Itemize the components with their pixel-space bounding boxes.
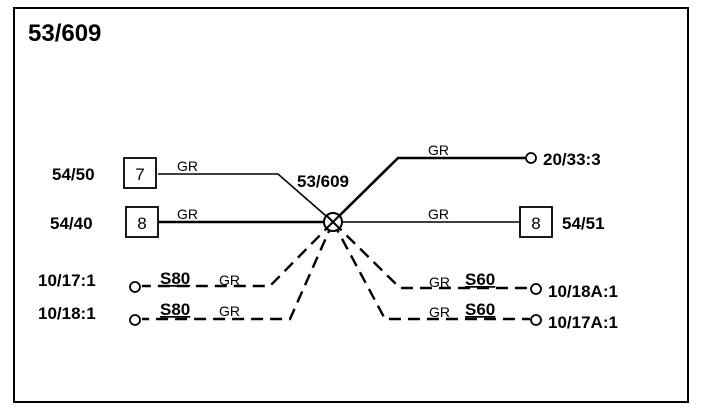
wire-10-17-1-color: GR — [219, 272, 240, 288]
connector-54-51-label: 54/51 — [562, 214, 605, 233]
wire-54-51-color: GR — [428, 206, 449, 222]
splice-label: 53/609 — [297, 172, 349, 191]
wire-54-50-color: GR — [177, 158, 198, 174]
terminal-10-18-1-icon — [129, 314, 141, 326]
connector-54-50-pin-box — [123, 157, 157, 189]
terminal-20-33-3-label: 20/33:3 — [543, 150, 601, 169]
terminal-10-17-1-label: 10/17:1 — [38, 271, 96, 290]
variant-s80-bottom-label: S80 — [160, 300, 190, 319]
variant-s60-bottom-label: S60 — [465, 300, 495, 319]
wire-20-33-3 — [332, 156, 525, 223]
connector-54-51-pin-box — [519, 206, 553, 238]
wire-10-18a-1 — [332, 221, 530, 290]
connector-54-40-label: 54/40 — [50, 214, 93, 233]
wire-10-18a-1-color: GR — [429, 274, 450, 290]
terminal-20-33-3-icon — [525, 152, 537, 164]
wire-10-18-1 — [142, 221, 335, 321]
wire-20-33-3-color: GR — [428, 142, 449, 158]
connector-54-51-pin: 8 — [531, 214, 540, 233]
connector-54-50-pin: 7 — [135, 165, 144, 184]
wire-54-40-color: GR — [177, 206, 198, 222]
connector-54-40-pin: 8 — [137, 214, 146, 233]
variant-s80-top-label: S80 — [160, 269, 190, 288]
terminal-10-17a-1-label: 10/17A:1 — [548, 313, 618, 332]
connector-54-40-pin-box — [125, 206, 159, 238]
wire-10-17-1 — [142, 221, 334, 288]
wire-54-50 — [158, 173, 334, 223]
splice-junction-icon — [323, 212, 343, 232]
terminal-10-17-1-icon — [129, 281, 141, 293]
wire-10-18-1-color: GR — [219, 303, 240, 319]
terminal-10-18a-1-label: 10/18A:1 — [548, 282, 618, 301]
variant-s60-top-label: S60 — [465, 270, 495, 289]
terminal-10-18-1-label: 10/18:1 — [38, 304, 96, 323]
connector-54-50-label: 54/50 — [52, 165, 95, 184]
terminal-10-17a-1-icon — [530, 314, 542, 326]
wire-10-17a-1-color: GR — [429, 304, 450, 320]
diagram-title: 53/609 — [28, 20, 101, 47]
terminal-10-18a-1-icon — [530, 283, 542, 295]
